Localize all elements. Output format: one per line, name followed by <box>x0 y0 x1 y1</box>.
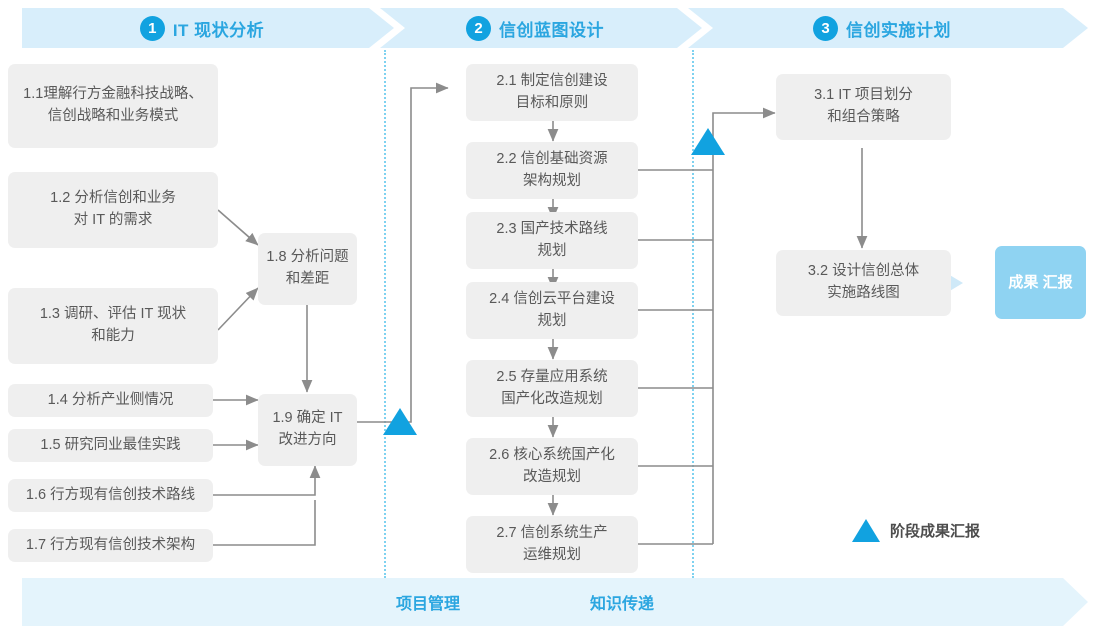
phase-band-3: 3 信创实施计划 <box>688 8 1088 48</box>
box-2-6-line2: 改造规划 <box>523 468 581 485</box>
box-1-3-line2: 和能力 <box>91 328 135 344</box>
milestone-triangle-phase1 <box>383 408 417 435</box>
phase-3-title: 信创实施计划 <box>846 20 951 40</box>
result-chip-line2: 汇报 <box>1042 273 1073 291</box>
box-2-1-line1: 2.1 制定信创建设 <box>496 72 608 89</box>
box-2-7-line1: 2.7 信创系统生产 <box>496 524 608 541</box>
phase-2-title: 信创蓝图设计 <box>499 20 604 40</box>
box-1-3-line1: 1.3 调研、评估 IT 现状 <box>39 306 187 323</box>
box-2-7[interactable]: 2.7 信创系统生产 运维规划 <box>466 516 638 573</box>
box-1-8-line1: 1.8 分析问题 <box>266 249 349 266</box>
box-2-4-line2: 规划 <box>537 312 567 329</box>
footer-band <box>22 578 1088 626</box>
box-1-9-line1: 1.9 确定 IT <box>272 410 343 427</box>
box-1-4-line1: 1.4 分析产业侧情况 <box>47 391 174 408</box>
milestone-triangle-icon <box>852 519 880 542</box>
phase-1-header: 1 IT 现状分析 <box>139 15 265 41</box>
footer-label-project-management: 项目管理 <box>396 596 461 613</box>
box-1-4[interactable]: 1.4 分析产业侧情况 <box>8 384 213 417</box>
box-2-5-line1: 2.5 存量应用系统 <box>496 368 608 385</box>
box-1-1-line1: 1.1理解行方金融科技战略、 <box>23 86 203 103</box>
box-2-1-line2: 目标和原则 <box>515 94 589 111</box>
box-2-7-line2: 运维规划 <box>523 546 581 563</box>
legend: 阶段成果汇报 <box>852 519 980 542</box>
box-1-8[interactable]: 1.8 分析问题 和差距 <box>258 233 357 305</box>
box-2-3-line2: 规划 <box>537 242 567 259</box>
result-chip[interactable]: 成果 汇报 <box>995 246 1086 319</box>
box-3-1[interactable]: 3.1 IT 项目划分 和组合策略 <box>776 74 951 140</box>
phase-band-1: 1 IT 现状分析 <box>22 8 394 48</box>
box-1-2[interactable]: 1.2 分析信创和业务 对 IT 的需求 <box>8 172 218 248</box>
phase-band-2: 2 信创蓝图设计 <box>380 8 702 48</box>
box-1-2-line2: 对 IT 的需求 <box>73 212 153 228</box>
legend-label: 阶段成果汇报 <box>890 523 981 540</box>
box-1-6[interactable]: 1.6 行方现有信创技术路线 <box>8 479 213 512</box>
box-2-1[interactable]: 2.1 制定信创建设 目标和原则 <box>466 64 638 121</box>
phase-divider-2 <box>692 50 694 578</box>
phase-1-number: 1 <box>139 15 165 41</box>
box-1-7[interactable]: 1.7 行方现有信创技术架构 <box>8 529 213 562</box>
box-2-6-line1: 2.6 核心系统国产化 <box>489 446 615 463</box>
phase-2-header: 2 信创蓝图设计 <box>466 15 604 41</box>
phase-2-number: 2 <box>466 15 491 41</box>
box-1-9[interactable]: 1.9 确定 IT 改进方向 <box>258 394 357 466</box>
box-1-9-line2: 改进方向 <box>278 432 337 448</box>
box-1-5-line1: 1.5 研究同业最佳实践 <box>40 436 181 453</box>
box-2-2-line2: 架构规划 <box>523 172 581 189</box>
box-1-2-line1: 1.2 分析信创和业务 <box>50 190 176 207</box>
box-2-4[interactable]: 2.4 信创云平台建设 规划 <box>466 282 638 339</box>
phase-3-header: 3 信创实施计划 <box>813 15 951 41</box>
phase-3-number: 3 <box>813 15 838 41</box>
box-1-8-line2: 和差距 <box>285 271 330 287</box>
phase-divider-1 <box>384 50 386 578</box>
result-chip-line1: 成果 <box>1008 273 1039 291</box>
box-2-3[interactable]: 2.3 国产技术路线 规划 <box>466 212 638 269</box>
box-2-2[interactable]: 2.2 信创基础资源 架构规划 <box>466 142 638 199</box>
box-1-1[interactable]: 1.1理解行方金融科技战略、 信创战略和业务模式 <box>8 64 218 148</box>
box-2-5[interactable]: 2.5 存量应用系统 国产化改造规划 <box>466 360 638 417</box>
box-2-4-line1: 2.4 信创云平台建设 <box>489 290 615 307</box>
footer-label-knowledge-transfer: 知识传递 <box>590 596 655 613</box>
box-3-2-line1: 3.2 设计信创总体 <box>807 263 920 280</box>
box-3-1-line1: 3.1 IT 项目划分 <box>814 87 913 104</box>
box-2-3-line1: 2.3 国产技术路线 <box>496 220 608 237</box>
box-3-2[interactable]: 3.2 设计信创总体 实施路线图 <box>776 250 951 316</box>
box-3-1-line2: 和组合策略 <box>827 109 900 125</box>
box-1-6-line1: 1.6 行方现有信创技术路线 <box>25 486 196 503</box>
box-1-7-line1: 1.7 行方现有信创技术架构 <box>25 536 196 553</box>
milestone-triangle-phase2 <box>691 128 725 155</box>
box-2-5-line2: 国产化改造规划 <box>501 390 603 407</box>
box-1-5[interactable]: 1.5 研究同业最佳实践 <box>8 429 213 462</box>
box-3-2-line2: 实施路线图 <box>827 285 900 301</box>
box-1-3[interactable]: 1.3 调研、评估 IT 现状 和能力 <box>8 288 218 364</box>
phase-1-title: IT 现状分析 <box>172 20 265 40</box>
box-2-6[interactable]: 2.6 核心系统国产化 改造规划 <box>466 438 638 495</box>
box-2-2-line1: 2.2 信创基础资源 <box>496 150 608 167</box>
box-1-1-line2: 信创战略和业务模式 <box>47 108 179 124</box>
